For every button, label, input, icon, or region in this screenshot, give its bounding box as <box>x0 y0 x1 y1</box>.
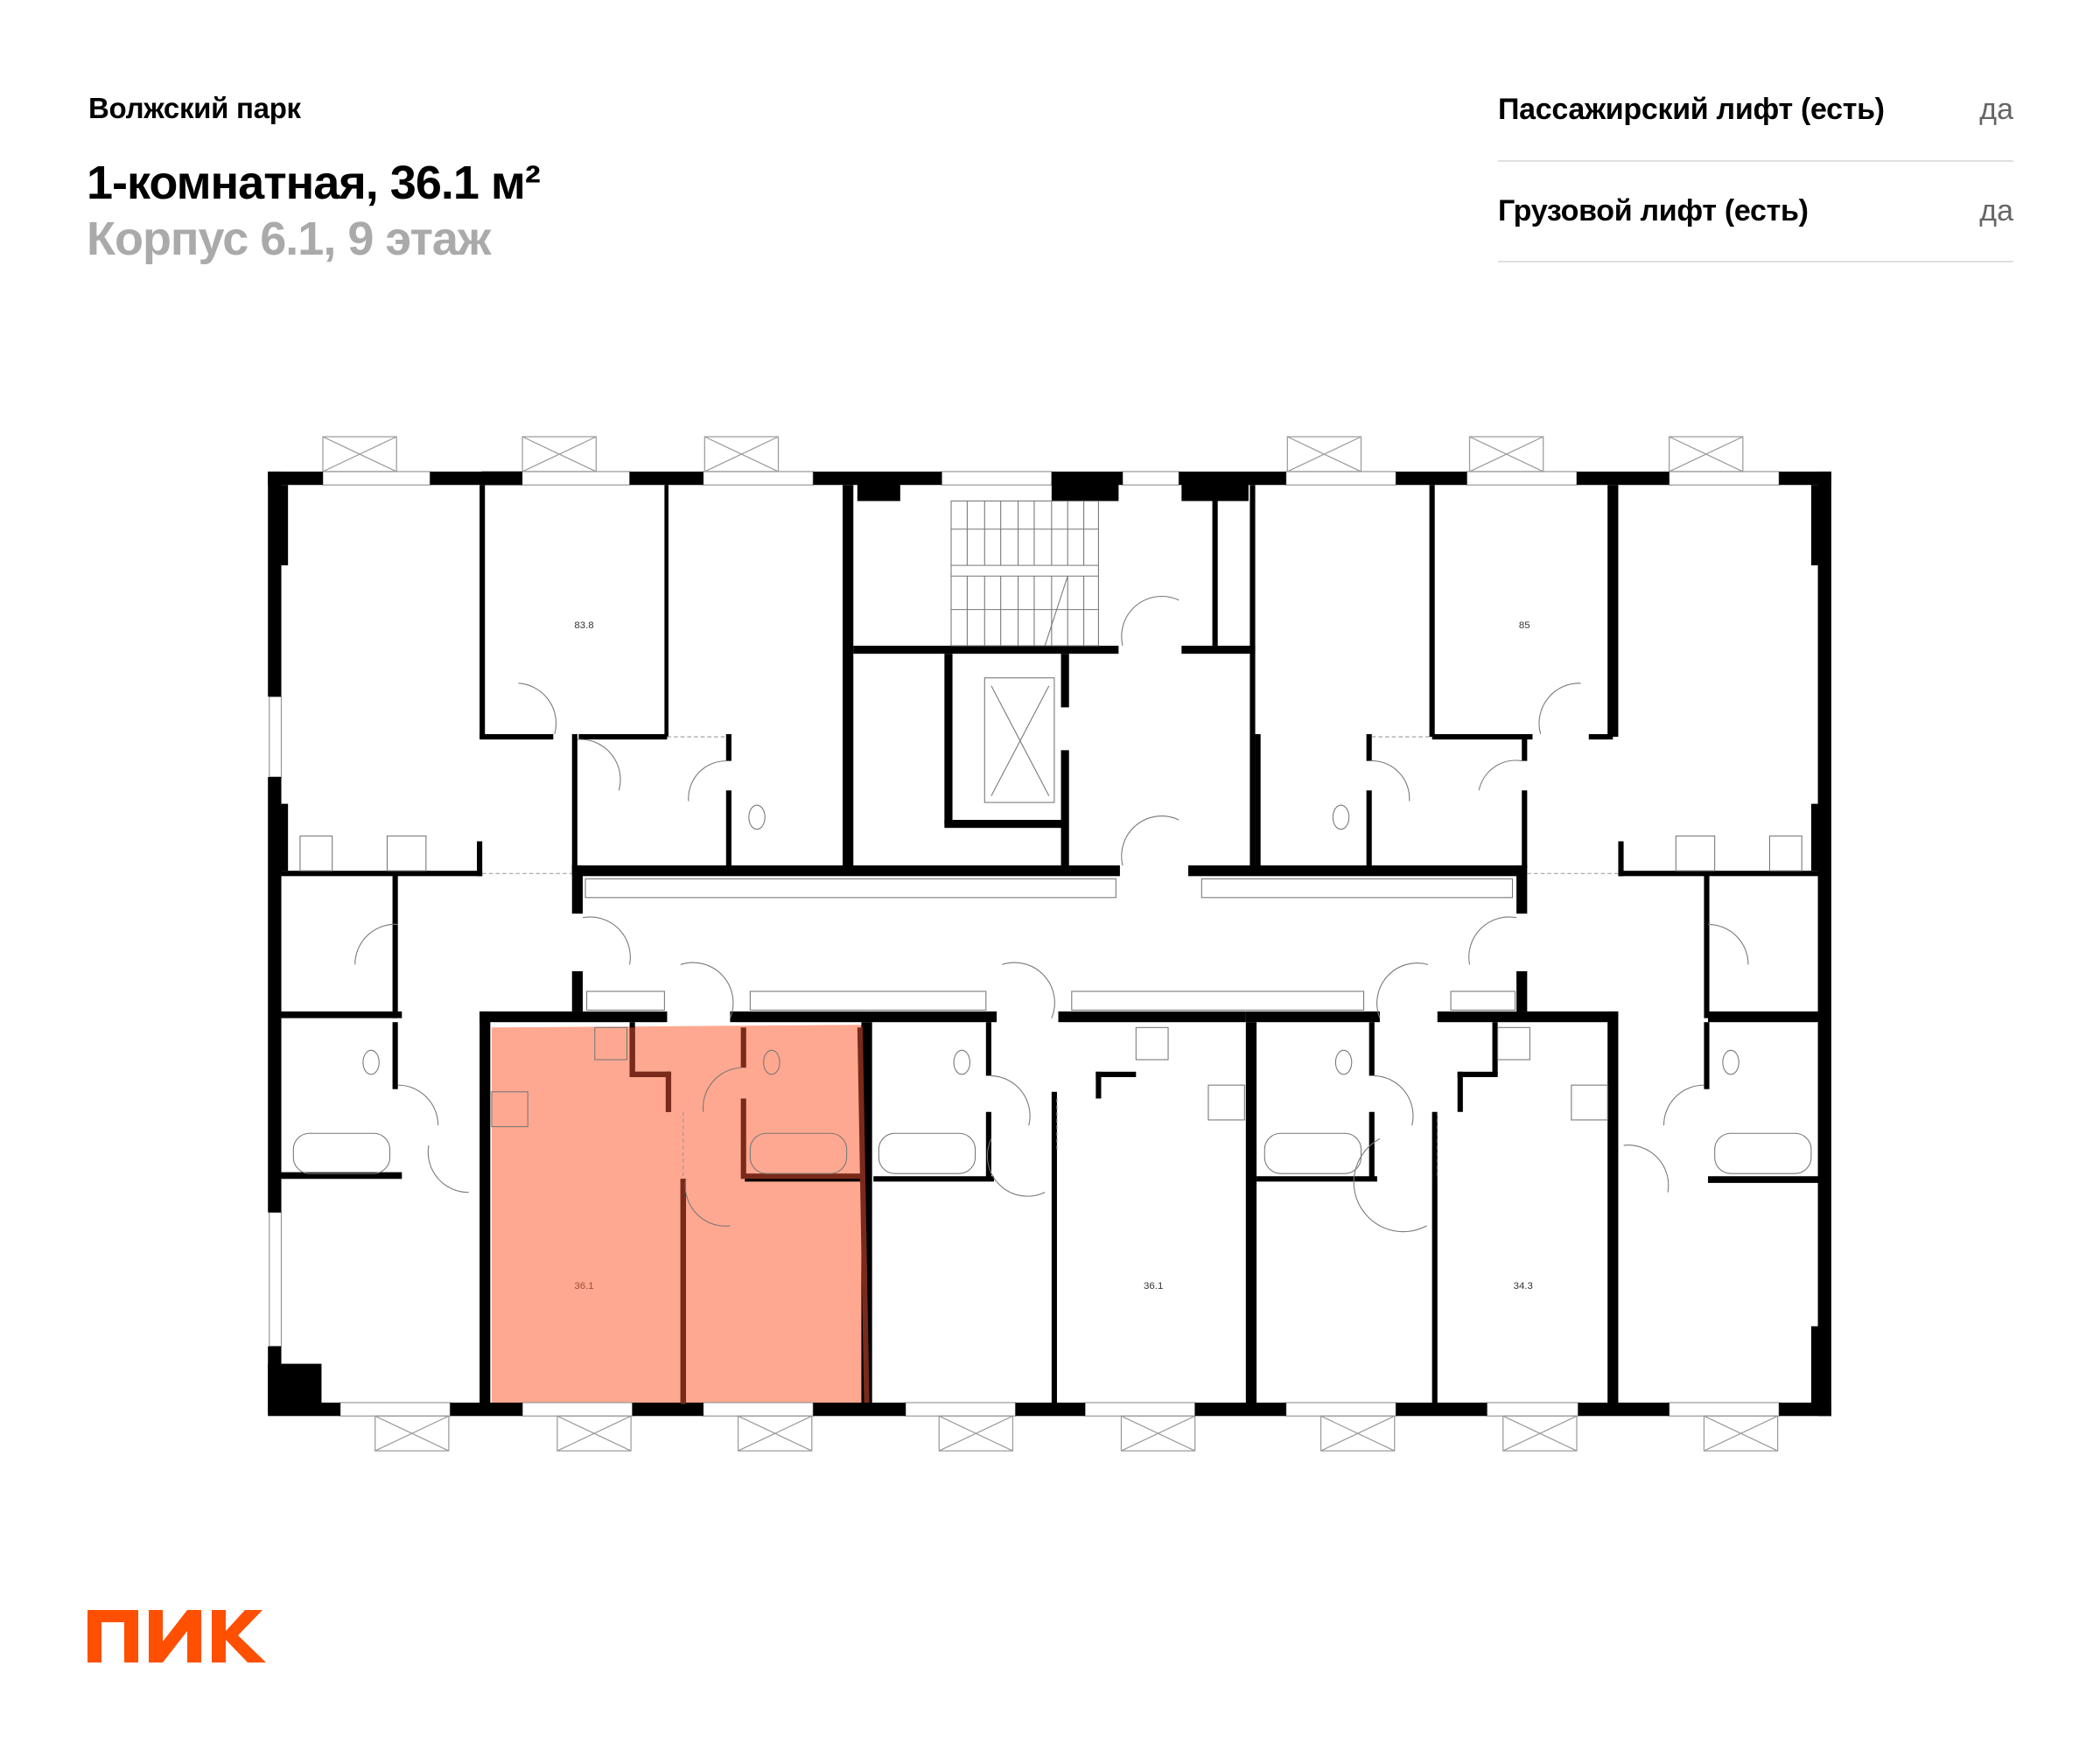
area-label: 83.8 <box>574 620 593 631</box>
selected-apartment-walls <box>629 1027 870 1404</box>
divider <box>1498 160 2013 162</box>
feature-freight-lift: Грузовой лифт (есть) да <box>1498 194 2013 256</box>
bathtub-icon <box>292 1132 1812 1174</box>
area-label: 34.3 <box>1514 1281 1533 1292</box>
selected-area-label: 36.1 <box>574 1281 593 1292</box>
stove-icon <box>386 835 1716 1128</box>
area-label: 36.1 <box>1144 1281 1163 1292</box>
project-name: Волжский парк <box>88 92 301 124</box>
feature-label: Пассажирский лифт (есть) <box>1498 93 1885 126</box>
pik-logo-icon <box>88 1610 266 1662</box>
apartment-title: 1-комнатная, 36.1 м² <box>87 157 541 209</box>
toilet-icon <box>362 804 1740 1075</box>
feature-passenger-lift: Пассажирский лифт (есть) да <box>1498 93 2013 154</box>
sink-icon <box>299 835 1802 1060</box>
feature-value: да <box>1979 194 2013 228</box>
area-label: 85 <box>1519 620 1530 631</box>
feature-value: да <box>1979 93 2013 126</box>
fixtures <box>292 500 1812 1233</box>
feature-label: Грузовой лифт (есть) <box>1498 194 1809 228</box>
door-icon <box>354 596 1749 1233</box>
divider <box>1498 261 2013 262</box>
building-floor: Корпус 6.1, 9 этаж <box>87 213 491 265</box>
elevator-icon <box>984 677 1055 803</box>
stairs-icon <box>950 500 1099 647</box>
